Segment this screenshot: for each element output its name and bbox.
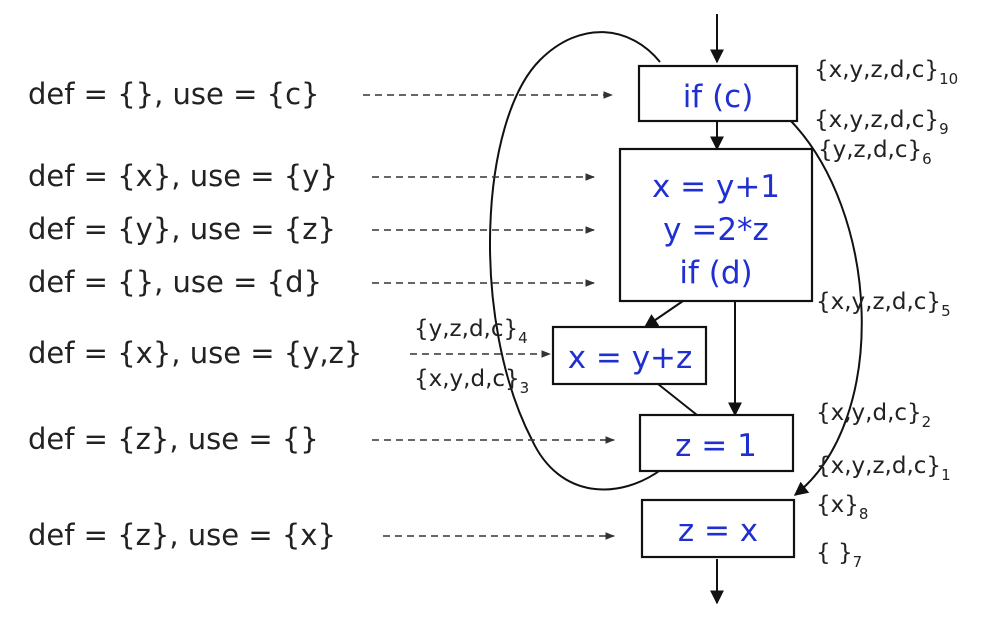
live-set-6: {y,z,d,c}6	[818, 137, 932, 168]
live-sets: {x,y,z,d,c}10 {x,y,z,d,c}9 {y,z,d,c}6 {x…	[414, 57, 958, 571]
node-z-1-line: z = 1	[675, 428, 757, 464]
annotation-5: def = {x}, use = {y,z}	[28, 336, 362, 370]
use-set: {y,z}	[284, 336, 363, 370]
edge-block2-to-xyz	[643, 300, 684, 328]
live-set-4: {y,z,d,c}4	[414, 316, 528, 347]
node-x-yz: x = y+z	[551, 325, 708, 386]
live-set-9: {x,y,z,d,c}9	[814, 107, 949, 138]
def-set: {}	[117, 265, 154, 299]
annotation-4: def = {}, use = {d}	[28, 265, 322, 299]
node-z-1: z = 1	[638, 413, 795, 473]
annotation-6: def = {z}, use = {}	[28, 422, 319, 456]
node-z-x-line: z = x	[678, 513, 758, 549]
live-set-3: {x,y,d,c}3	[414, 366, 529, 397]
annotation-2: def = {x}, use = {y}	[28, 159, 338, 193]
live-set-1: {x,y,z,d,c}1	[816, 453, 951, 484]
use-set: {z}	[284, 212, 336, 246]
annotation-3: def = {y}, use = {z}	[28, 212, 336, 246]
def-set: {z}	[117, 518, 169, 552]
def-set: {x}	[117, 336, 171, 370]
node-if-c: if (c)	[637, 64, 799, 123]
use-set: {c}	[267, 77, 320, 111]
def-set: {y}	[117, 212, 171, 246]
use-set: {y}	[284, 159, 338, 193]
back-edge-z1-to-ifc	[489, 31, 663, 491]
annotation-7: def = {z}, use = {x}	[28, 518, 336, 552]
node-block2-line-2: y =2*z	[663, 212, 769, 248]
node-block2-line-1: x = y+1	[652, 169, 780, 205]
node-block2-line-3: if (d)	[679, 255, 752, 291]
live-set-10: {x,y,z,d,c}10	[814, 57, 958, 88]
edge-xyz-to-z1	[657, 383, 698, 416]
annotation-1: def = {}, use = {c}	[28, 77, 319, 111]
use-set: {x}	[282, 518, 336, 552]
use-set: {d}	[267, 265, 322, 299]
node-if-c-line: if (c)	[683, 79, 754, 115]
live-set-8: {x}8	[816, 492, 868, 523]
def-use-annotations: def = {}, use = {c} def = {x}, use = {y}…	[28, 77, 362, 552]
node-z-x: z = x	[640, 498, 796, 559]
node-x-yz-line: x = y+z	[568, 340, 693, 376]
annotation-arrows	[363, 91, 615, 540]
node-block2: x = y+1 y =2*z if (d)	[618, 147, 814, 303]
def-set: {z}	[117, 422, 169, 456]
def-set: {x}	[117, 159, 171, 193]
live-set-5: {x,y,z,d,c}5	[816, 289, 951, 320]
edge-ifc-to-zx	[787, 117, 863, 496]
use-set: {}	[282, 422, 319, 456]
def-set: {}	[117, 77, 154, 111]
cfg-edges	[489, 14, 863, 605]
live-set-2: {x,y,d,c}2	[816, 400, 931, 431]
live-set-7: { }7	[816, 540, 862, 571]
